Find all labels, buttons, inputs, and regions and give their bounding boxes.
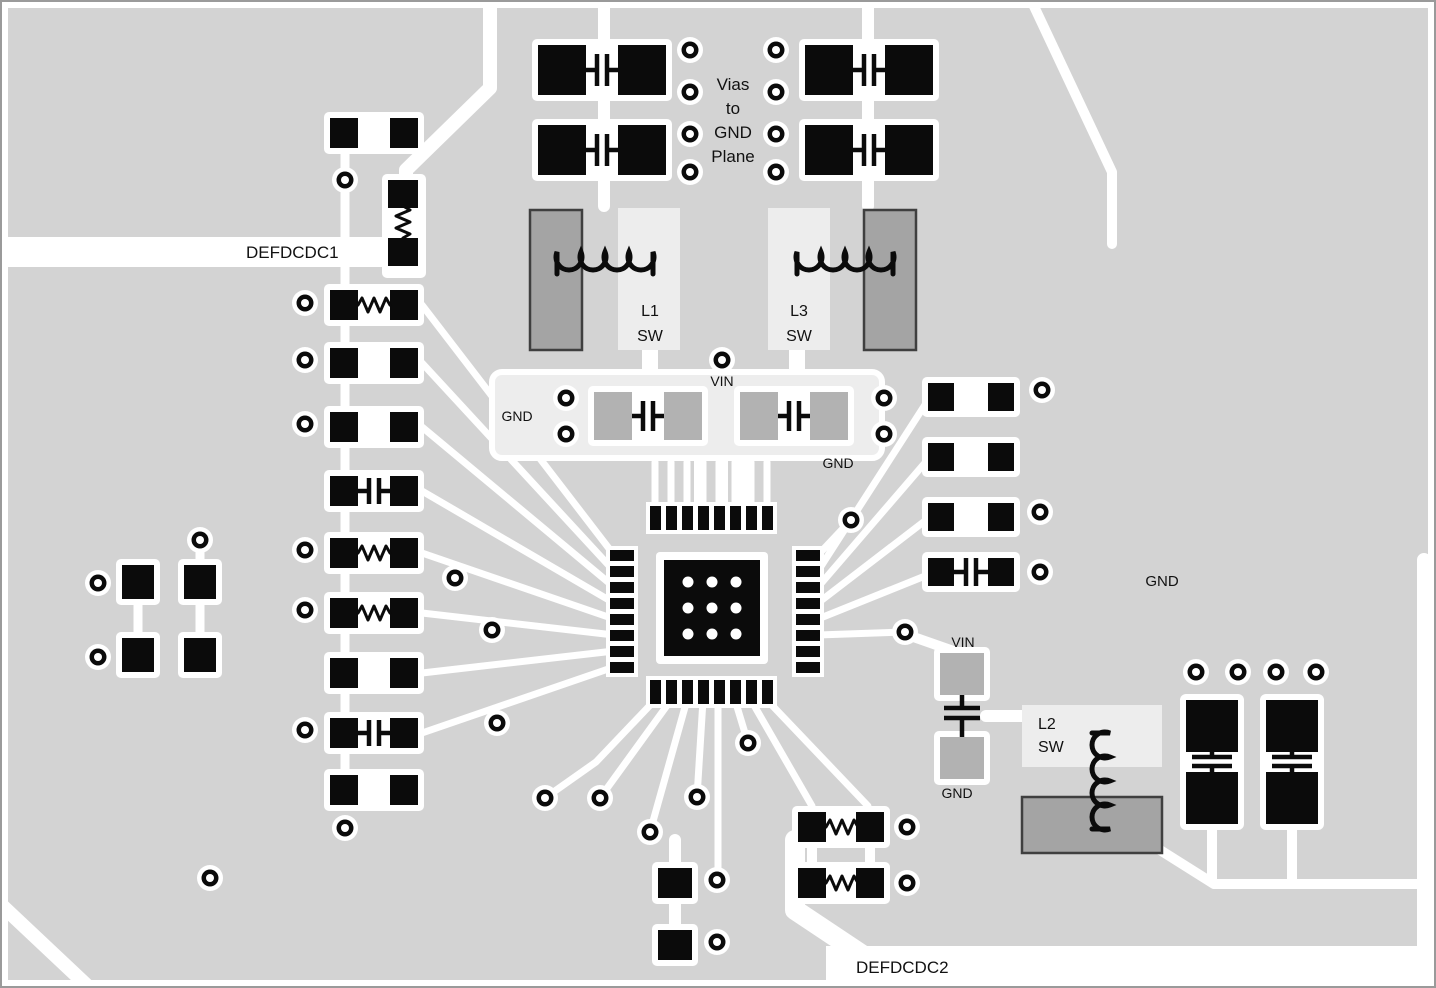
l2-region	[1022, 705, 1162, 767]
via	[1027, 499, 1053, 525]
defdcdc1-trace-band	[0, 237, 406, 267]
via	[442, 565, 468, 591]
label-vias-note-line2: to	[726, 99, 740, 118]
via	[838, 507, 864, 533]
ic-qfn	[610, 506, 820, 704]
inductor-l3-symbol	[793, 245, 897, 277]
label-l2: L2	[1038, 716, 1056, 733]
via	[197, 865, 223, 891]
via	[871, 385, 897, 411]
label-defdcdc1: DEFDCDC1	[246, 243, 339, 262]
input-cap-pad	[740, 392, 778, 440]
via	[1183, 659, 1209, 685]
via	[1303, 659, 1329, 685]
capacitor-symbol	[586, 54, 885, 166]
via	[677, 121, 703, 147]
trace	[807, 0, 1431, 889]
via	[332, 167, 358, 193]
input-cap-pad	[810, 392, 848, 440]
via	[532, 785, 558, 811]
fanout-right	[814, 393, 934, 639]
l3-shield-body	[862, 208, 918, 352]
label-vias-note-line1: Vias	[717, 75, 750, 94]
via	[677, 159, 703, 185]
via	[292, 411, 318, 437]
label-vias-note-line4: Plane	[711, 147, 754, 166]
vin-pad	[940, 653, 984, 695]
capacitor-symbol	[1192, 752, 1312, 772]
via	[292, 347, 318, 373]
fanout-bottom	[541, 696, 872, 884]
via	[85, 570, 111, 596]
capacitor-symbol	[632, 401, 810, 431]
via	[763, 79, 789, 105]
label-vin-right: VIN	[951, 634, 974, 650]
l1-shield-body	[528, 208, 584, 352]
label-l1-sw: SW	[637, 328, 664, 345]
via	[684, 784, 710, 810]
inductor-l2-symbol	[1089, 729, 1117, 833]
via	[894, 814, 920, 840]
via	[763, 159, 789, 185]
via	[553, 421, 579, 447]
via	[735, 730, 761, 756]
label-gnd-input-right: GND	[822, 455, 853, 471]
via	[704, 929, 730, 955]
input-cap-pad	[594, 392, 632, 440]
fanout-top	[651, 458, 771, 516]
via	[292, 537, 318, 563]
via	[85, 644, 111, 670]
via	[894, 870, 920, 896]
via	[1225, 659, 1251, 685]
via	[553, 385, 579, 411]
capacitor-symbol	[944, 695, 980, 737]
l1-region	[618, 208, 680, 350]
ic-thermal-vias	[682, 576, 742, 640]
label-vin-top: VIN	[710, 373, 733, 389]
input-cap-pad	[664, 392, 702, 440]
via	[871, 421, 897, 447]
via	[292, 290, 318, 316]
label-gnd-input-left: GND	[501, 408, 532, 424]
via	[187, 527, 213, 553]
via	[1029, 377, 1055, 403]
label-l3-sw: SW	[786, 328, 813, 345]
label-l2-sw: SW	[1038, 739, 1065, 756]
via	[484, 710, 510, 736]
via	[292, 717, 318, 743]
label-l1: L1	[641, 303, 659, 320]
gnd-pad	[940, 737, 984, 779]
inductor-l1-symbol	[553, 245, 657, 277]
via	[637, 819, 663, 845]
label-l3: L3	[790, 303, 808, 320]
via	[1027, 559, 1053, 585]
l3-region	[768, 208, 830, 350]
via	[1263, 659, 1289, 685]
pad-layer	[122, 45, 1318, 960]
label-gnd-l2: GND	[941, 785, 972, 801]
via	[763, 37, 789, 63]
via	[677, 79, 703, 105]
via	[892, 619, 918, 645]
capacitor-symbol	[954, 558, 988, 586]
via	[677, 37, 703, 63]
label-gnd-plane: GND	[1145, 573, 1179, 590]
capacitor-symbol	[358, 478, 390, 746]
via	[292, 597, 318, 623]
resistor-symbol	[356, 204, 860, 892]
label-layer: DEFDCDC1 Vias to GND Plane L1 SW L3 SW V…	[246, 75, 1179, 977]
label-defdcdc2: DEFDCDC2	[856, 958, 949, 977]
via	[332, 815, 358, 841]
via	[587, 785, 613, 811]
via	[763, 121, 789, 147]
via	[479, 617, 505, 643]
symbol-layer	[356, 54, 1312, 892]
label-vias-note-line3: GND	[714, 123, 752, 142]
via	[704, 867, 730, 893]
via-vin	[709, 347, 735, 373]
